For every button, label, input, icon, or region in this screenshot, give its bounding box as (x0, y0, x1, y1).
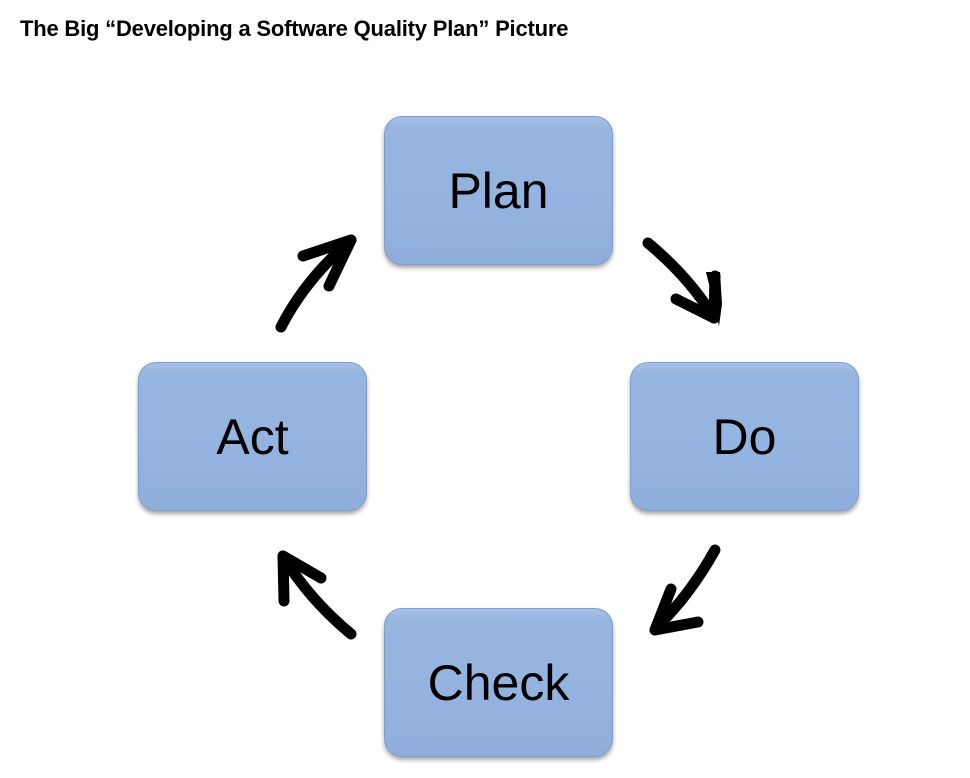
node-label: Act (216, 408, 289, 465)
node-act: Act (138, 362, 367, 511)
node-check: Check (384, 608, 613, 757)
arrow-up-left-icon (277, 550, 357, 640)
arrow-down-right-icon (642, 237, 721, 324)
arrow-up-right-icon (275, 234, 357, 333)
page-title: The Big “Developing a Software Quality P… (20, 16, 569, 41)
node-label: Check (427, 654, 570, 711)
node-label: Plan (448, 162, 549, 219)
arrow-head (706, 272, 722, 326)
arrow-down-left-icon (649, 544, 721, 636)
node-do: Do (630, 362, 859, 511)
node-label: Do (712, 408, 777, 465)
node-plan: Plan (384, 116, 613, 265)
